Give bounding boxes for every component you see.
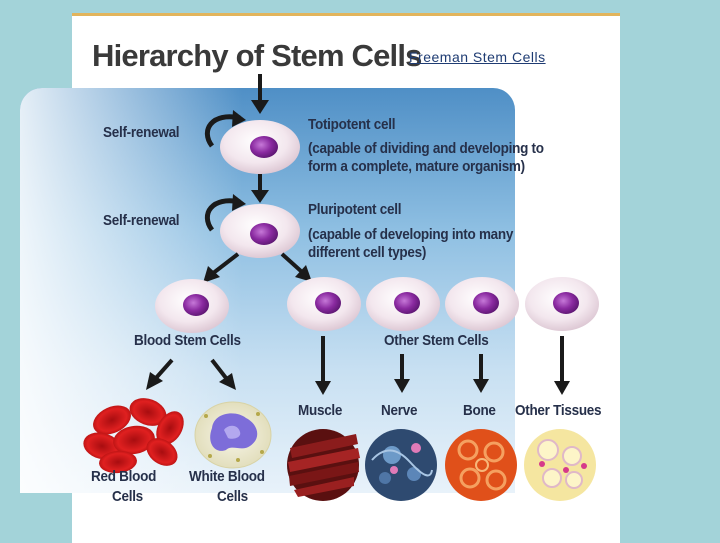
bone-label: Bone <box>463 402 496 419</box>
red-blood-cells-label-line-1: Red Blood <box>91 468 157 485</box>
other-stem-cell-1 <box>287 277 361 331</box>
arrow-to-other-tissues <box>554 336 570 395</box>
pluripotent-cell <box>220 204 300 258</box>
nerve-label: Nerve <box>381 402 418 419</box>
white-blood-cells-label-line-2: Cells <box>217 488 248 505</box>
other-stem-cell-2 <box>366 277 440 331</box>
self-renewal-label-2: Self-renewal <box>103 212 180 229</box>
arrow-to-muscle <box>315 336 331 395</box>
blood-stem-cells-label: Blood Stem Cells <box>134 332 241 349</box>
totipotent-cell <box>220 120 300 174</box>
arrow-to-blood-stem <box>203 252 240 283</box>
pluripotent-label: Pluripotent cell <box>308 201 402 218</box>
totipotent-label: Totipotent cell <box>308 116 396 133</box>
pluripotent-desc-line-2: different cell types) <box>308 244 427 261</box>
credit-link[interactable]: Freeman Stem Cells <box>409 49 546 65</box>
other-tissues-label: Other Tissues <box>515 402 602 419</box>
totipotent-desc-line-2: form a complete, mature organism) <box>308 158 525 175</box>
nerve-tissue-image <box>365 429 437 501</box>
blood-stem-cell <box>155 279 229 333</box>
self-renewal-arrow-1 <box>204 110 246 148</box>
other-tissues-image <box>524 429 596 501</box>
white-blood-cell-image <box>194 401 272 469</box>
entry-arrow <box>251 74 269 114</box>
other-stem-cell-4 <box>525 277 599 331</box>
arrow-to-bone <box>473 354 489 393</box>
bone-tissue-image <box>445 429 517 501</box>
other-stem-cell-3 <box>445 277 519 331</box>
other-stem-cells-label: Other Stem Cells <box>384 332 489 349</box>
arrow-toti-to-pluri <box>251 174 269 203</box>
self-renewal-label-1: Self-renewal <box>103 124 180 141</box>
self-renewal-arrow-2 <box>204 194 246 232</box>
white-blood-cells-label-line-1: White Blood <box>189 468 265 485</box>
muscle-label: Muscle <box>298 402 343 419</box>
arrow-to-red-blood <box>146 358 174 390</box>
pluripotent-desc-line-1: (capable of developing into many <box>308 226 514 243</box>
arrow-to-white-blood <box>210 358 236 390</box>
arrow-to-nerve <box>394 354 410 393</box>
arrow-to-other-stem <box>280 252 312 282</box>
red-blood-cells-label-line-2: Cells <box>112 488 143 505</box>
diagram-title: Hierarchy of Stem Cells <box>92 38 422 73</box>
red-blood-cells-image <box>83 398 184 474</box>
muscle-tissue-image <box>287 429 360 501</box>
totipotent-desc-line-1: (capable of dividing and developing to <box>308 140 544 157</box>
